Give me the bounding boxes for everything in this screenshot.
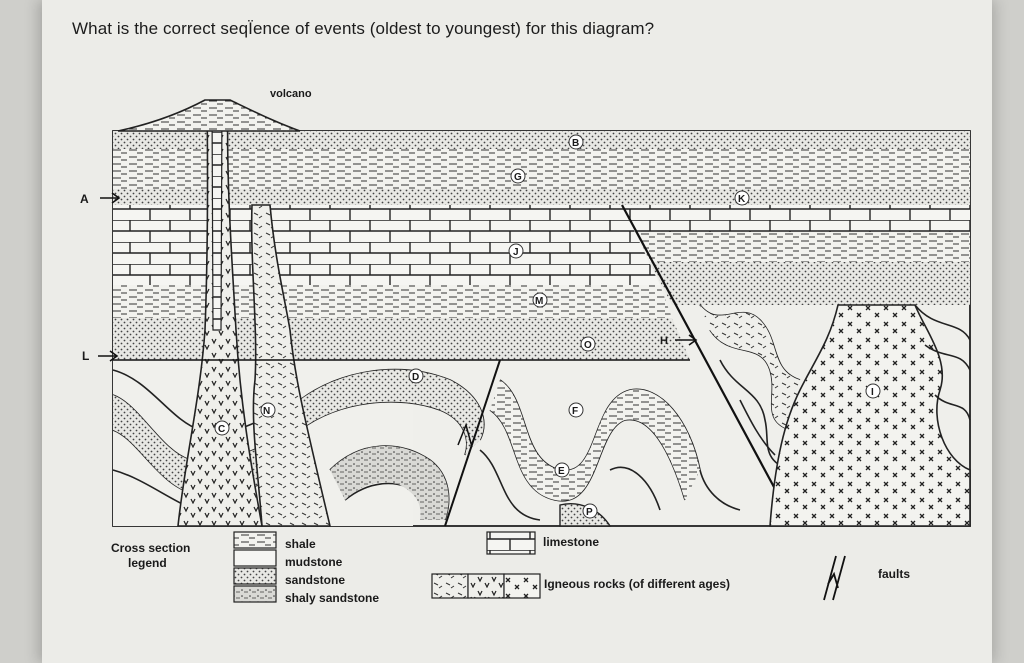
layer-g [113,149,970,189]
layer-right-sand [650,262,970,305]
label-b: B [572,138,579,149]
layer-m-shale [113,285,672,318]
question-text: What is the correct seqЇence of events (… [72,19,655,38]
igneous-intrusion-i [769,304,971,527]
legend-swatch-limestone [486,531,536,555]
label-j: J [513,247,519,258]
label-o: O [584,340,592,351]
legend-faults: faults [878,567,911,581]
layer-right-shale [636,232,970,262]
igneous-dike-n [250,204,332,527]
label-p: P [586,507,593,518]
legend-swatches [233,531,846,603]
legend-shale: shale [285,537,316,551]
label-n: N [263,406,270,417]
label-a: A [80,192,89,206]
legend-igneous: Igneous rocks (of different ages) [544,577,731,591]
legend-swatch-mudstone [233,549,277,567]
legend-shaly-sandstone: shaly sandstone [285,591,380,605]
legend-sedimentary-labels: shale mudstone sandstone shaly sandstone [285,535,379,607]
legend-title-line1: Cross section [111,541,191,555]
label-g: G [514,172,522,183]
legend-swatch-shale [233,531,277,549]
layer-k-limestone [622,205,970,232]
label-d: D [412,372,419,383]
label-m: M [535,296,543,307]
label-i: I [871,387,874,398]
label-l: L [82,349,89,363]
legend-swatch-sandstone [233,567,277,585]
label-f: F [572,406,578,417]
legend-title: Cross section legend [111,541,190,571]
fault-h-line [621,204,796,527]
legend-limestone: limestone [543,535,600,549]
label-h: H [660,335,668,347]
label-c: C [218,424,225,435]
legend-swatch-shaly-sandstone [233,585,277,603]
legend-title-line2: legend [128,556,167,570]
legend-mudstone: mudstone [285,555,343,569]
legend-swatch-igneous-2 [467,573,505,599]
layer-o-sand [113,318,690,360]
legend-swatch-igneous-3 [503,573,541,599]
layer-thin-sand [113,189,970,205]
label-k: K [738,194,746,205]
legend-swatch-igneous-1 [431,573,469,599]
layer-j-limestone [113,205,660,285]
legend-sandstone: sandstone [285,573,346,587]
label-markers [214,134,881,519]
label-e: E [558,466,565,477]
volcano-cone [117,99,301,132]
legend-fault-icon [823,555,846,601]
label-volcano: volcano [270,88,312,100]
layer-b [113,131,970,149]
